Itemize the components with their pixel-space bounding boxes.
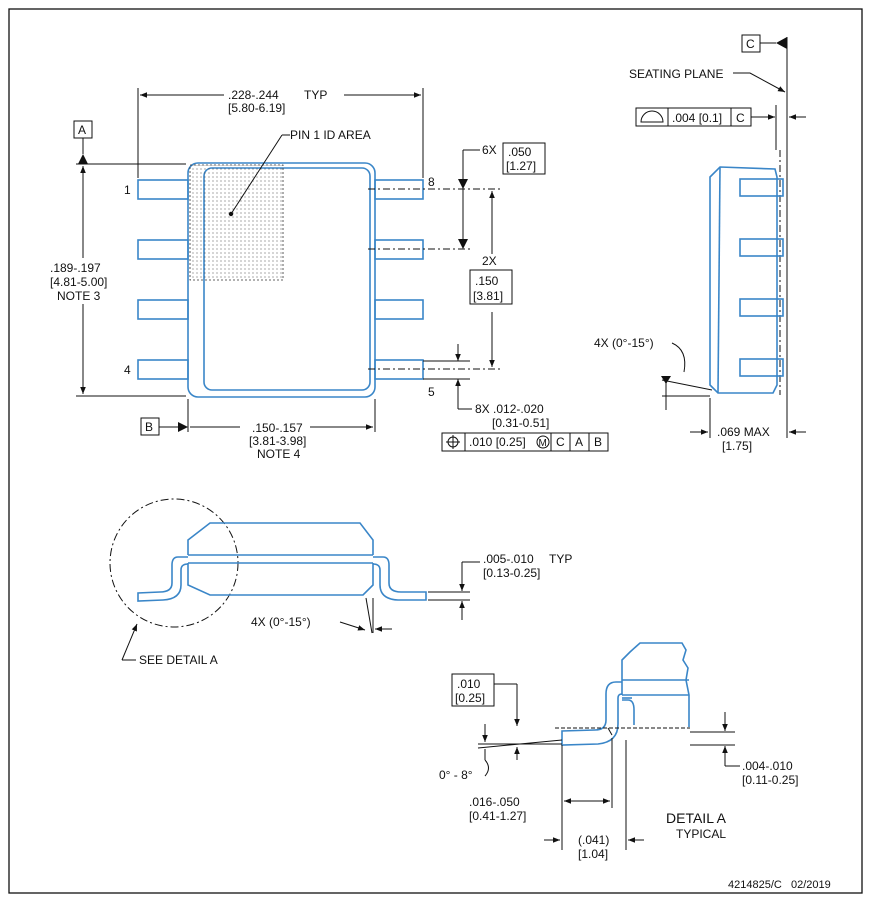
pin-number-1: 1 [124, 183, 131, 197]
side-view: C SEATING PLANE .004 [0.1] C 4X (0°-15°) [594, 34, 806, 453]
detail-angle: 0° - 8° [439, 768, 473, 782]
pin-number-4: 4 [124, 363, 131, 377]
flatness-datum: C [736, 111, 745, 125]
height-dim: .069 MAX [717, 425, 770, 439]
mmc-modifier-icon [536, 435, 550, 449]
body-width-dim: .150-.157 [252, 421, 303, 435]
side-angle: 4X (0°-15°) [594, 336, 654, 350]
gauge-dim: .010 [457, 677, 481, 691]
pin-number-8: 8 [428, 175, 435, 189]
drawing-frame [8, 8, 863, 894]
standoff-dim: .004-.010 [742, 759, 793, 773]
end-view: .005-.010 TYP [0.13-0.25] 4X (0°-15°) SE… [109, 498, 572, 667]
ref-mm: [1.04] [578, 847, 608, 861]
pin-number-5: 5 [428, 385, 435, 399]
profile-symbol-icon [640, 110, 664, 123]
length-note: NOTE 3 [57, 289, 101, 303]
seating-plane-label: SEATING PLANE [629, 67, 723, 81]
detail-subtitle: TYPICAL [676, 827, 726, 841]
pin1-label: PIN 1 ID AREA [290, 128, 371, 142]
body-width-mm: [3.81-3.98] [249, 434, 306, 448]
pin1-id-area [189, 164, 284, 281]
lead-width: 8X .012-.020 [475, 402, 544, 416]
body-width-note: NOTE 4 [257, 447, 301, 461]
span-count: 2X [482, 254, 497, 268]
top-view: PIN 1 ID AREA 1 4 8 5 .228-.244 TYP [5.8… [45, 86, 609, 461]
thickness-mm: [0.13-0.25] [483, 566, 540, 580]
detail-a: .010 [0.25] 0° - 8° .004-.010 [0.11-0.25… [439, 642, 798, 861]
document-id: 4214825/C 02/2019 [728, 879, 831, 891]
width-typ: TYP [304, 88, 327, 102]
length-mm: [4.81-5.00] [50, 275, 107, 289]
fcf-datum-a: A [575, 435, 583, 449]
pitch-count: 6X [482, 143, 497, 157]
fcf-modifier: M [539, 438, 547, 449]
width-mm: [5.80-6.19] [228, 101, 285, 115]
fcf-datum-c: C [556, 435, 565, 449]
datum-b: B [145, 420, 153, 434]
datum-a: A [78, 123, 86, 137]
length-dim: .189-.197 [50, 261, 101, 275]
pitch-dim: .050 [508, 145, 532, 159]
flatness-tolerance: .004 [0.1] [672, 111, 722, 125]
standoff-mm: [0.11-0.25] [742, 773, 798, 787]
lead-width-mm: [0.31-0.51] [492, 416, 549, 430]
height-mm: [1.75] [722, 439, 752, 453]
foot-dim: .016-.050 [469, 795, 520, 809]
thickness-typ: TYP [549, 552, 572, 566]
foot-mm: [0.41-1.27] [469, 809, 526, 823]
span-dim: .150 [475, 274, 499, 288]
thickness-dim: .005-.010 [483, 552, 534, 566]
datum-c: C [746, 37, 755, 51]
fcf-datum-b: B [594, 435, 602, 449]
span-mm: [3.81] [473, 289, 503, 303]
pitch-mm: [1.27] [506, 159, 536, 173]
fcf-tolerance: .010 [0.25] [469, 435, 526, 449]
gauge-mm: [0.25] [455, 691, 485, 705]
position-tolerance-frame: .010 [0.25] M C A B [441, 432, 609, 452]
end-angle: 4X (0°-15°) [251, 615, 311, 629]
see-detail-label: SEE DETAIL A [139, 653, 218, 667]
detail-title: DETAIL A [666, 810, 727, 826]
width-dim: .228-.244 [228, 88, 279, 102]
ref-dim: (.041) [578, 833, 609, 847]
